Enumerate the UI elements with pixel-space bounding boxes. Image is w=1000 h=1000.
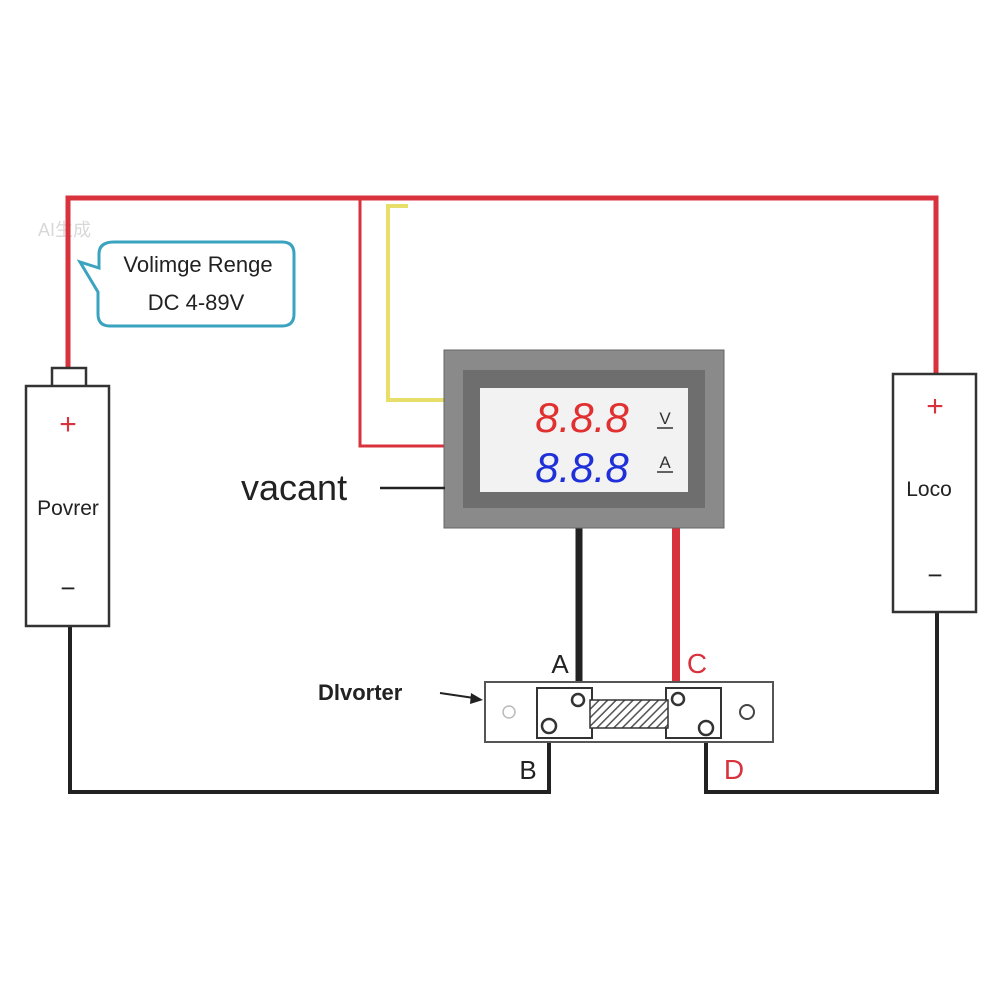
- power-label: Povrer: [37, 497, 99, 520]
- voltage-range-callout: Volimge Renge DC 4-89V: [76, 240, 296, 328]
- shunt-pointer-arrowhead: [470, 693, 483, 704]
- voltage-readout: 8.8.8: [535, 394, 629, 441]
- terminal-b-label: B: [519, 755, 536, 785]
- negative-wire-load: [704, 612, 939, 794]
- load-device: + Loco −: [891, 372, 978, 614]
- current-readout: 8.8.8: [535, 444, 629, 491]
- negative-wire-power: [68, 625, 551, 794]
- terminal-c-label: C: [687, 648, 707, 679]
- power-source: + Povrer −: [24, 366, 111, 628]
- shunt-mount-hole-left: [502, 705, 516, 719]
- meter-name-label: vacant: [241, 467, 347, 508]
- watermark-text: AI生成: [38, 220, 91, 240]
- terminal-d-screw: [697, 719, 715, 737]
- load-plus-sign: +: [926, 390, 944, 423]
- callout-line-1: Volimge Renge: [123, 252, 272, 277]
- power-minus-sign: −: [60, 573, 75, 603]
- terminal-a-screw: [570, 692, 586, 708]
- load-label: Loco: [906, 478, 952, 501]
- callout-line-2: DC 4-89V: [148, 290, 245, 315]
- meter-display: [480, 388, 688, 492]
- shunt-element: [589, 699, 669, 729]
- terminal-a-label: A: [551, 649, 569, 679]
- shunt-name-label: Dlvorter: [318, 680, 403, 705]
- shunt-pointer-line: [439, 692, 475, 699]
- terminal-d-label: D: [724, 754, 744, 785]
- load-minus-sign: −: [927, 560, 942, 590]
- load-body: [891, 372, 978, 614]
- current-unit: A: [659, 453, 671, 472]
- meter-power-wire: [358, 198, 445, 448]
- shunt-resistor: [484, 681, 774, 743]
- sense-wire: [386, 204, 445, 402]
- shunt-mount-hole-right: [739, 704, 755, 720]
- terminal-b-screw: [540, 717, 558, 735]
- volt-amp-meter: 8.8.8 8.8.8 V A: [443, 349, 725, 529]
- power-plus-sign: +: [59, 408, 77, 441]
- positive-wire-main: [65, 195, 939, 374]
- voltage-unit: V: [659, 409, 671, 428]
- terminal-c-screw: [670, 691, 686, 707]
- power-body: [24, 384, 111, 628]
